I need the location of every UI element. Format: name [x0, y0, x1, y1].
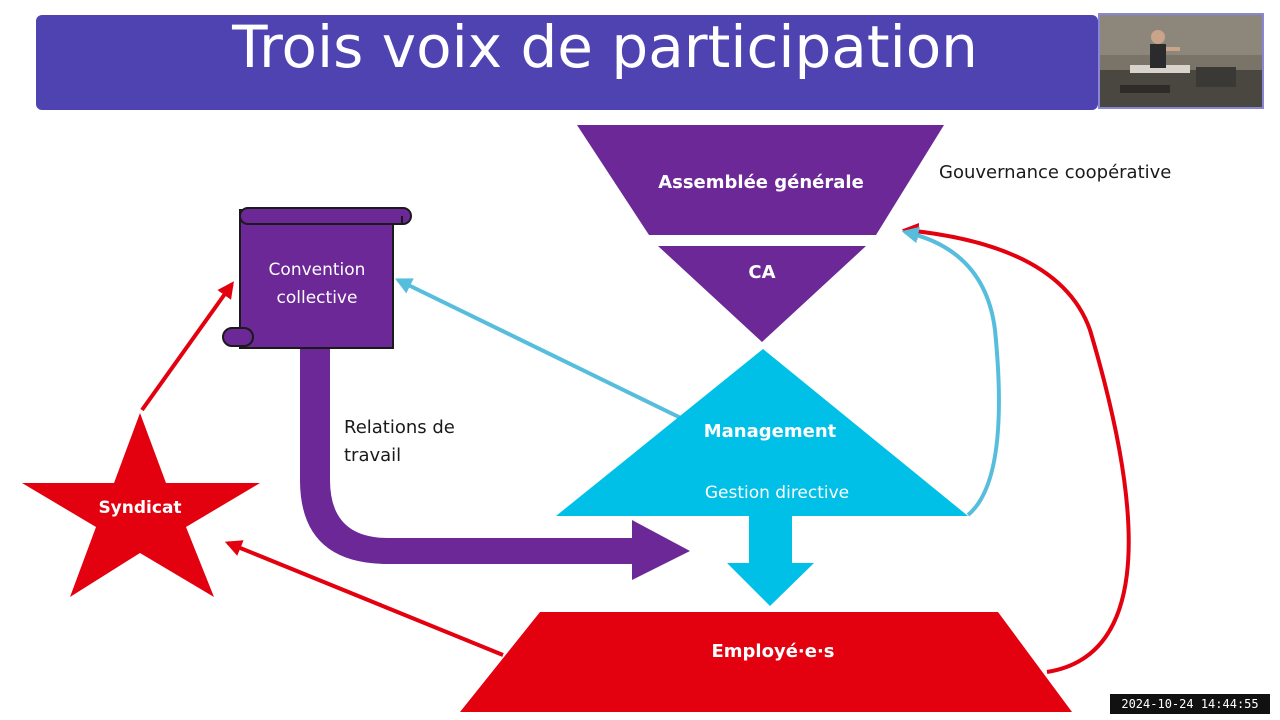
management-to-gouvernance-arrow [901, 226, 1001, 517]
relations-de-travail-arrow [300, 345, 690, 580]
employes-shape [460, 612, 1072, 712]
title-bar [36, 15, 1098, 110]
assemblee-generale-label: Assemblée générale [658, 172, 864, 193]
convention-collective-scroll [222, 207, 412, 349]
management-label: Management [704, 421, 837, 442]
webcam-video [1098, 13, 1264, 109]
recording-timestamp: 2024-10-24 14:44:55 [1110, 694, 1270, 714]
ca-shape [658, 246, 866, 342]
syndicat-star [22, 413, 260, 597]
webcam-scene [1100, 15, 1262, 107]
slide-title: Trois voix de participation [232, 13, 978, 81]
syndicat-label: Syndicat [98, 498, 181, 518]
employes-to-gouvernance-arrow [901, 222, 1131, 674]
management-sub-label: Gestion directive [705, 483, 849, 503]
ca-label: CA [748, 262, 775, 283]
syndicat-to-convention-arrow [140, 281, 234, 412]
convention-label-line2: collective [277, 288, 358, 308]
management-shape [556, 349, 968, 516]
relations-label-line1: Relations de [344, 417, 455, 438]
assemblee-generale-shape [577, 125, 944, 235]
management-to-employes-arrow [727, 516, 814, 606]
management-to-convention-arrow [394, 278, 686, 422]
relations-label-line2: travail [344, 445, 401, 466]
employes-to-syndicat-arrow [224, 540, 504, 657]
employes-label: Employé·e·s [711, 641, 834, 662]
gouvernance-label: Gouvernance coopérative [939, 162, 1171, 183]
convention-label-line1: Convention [269, 260, 366, 280]
